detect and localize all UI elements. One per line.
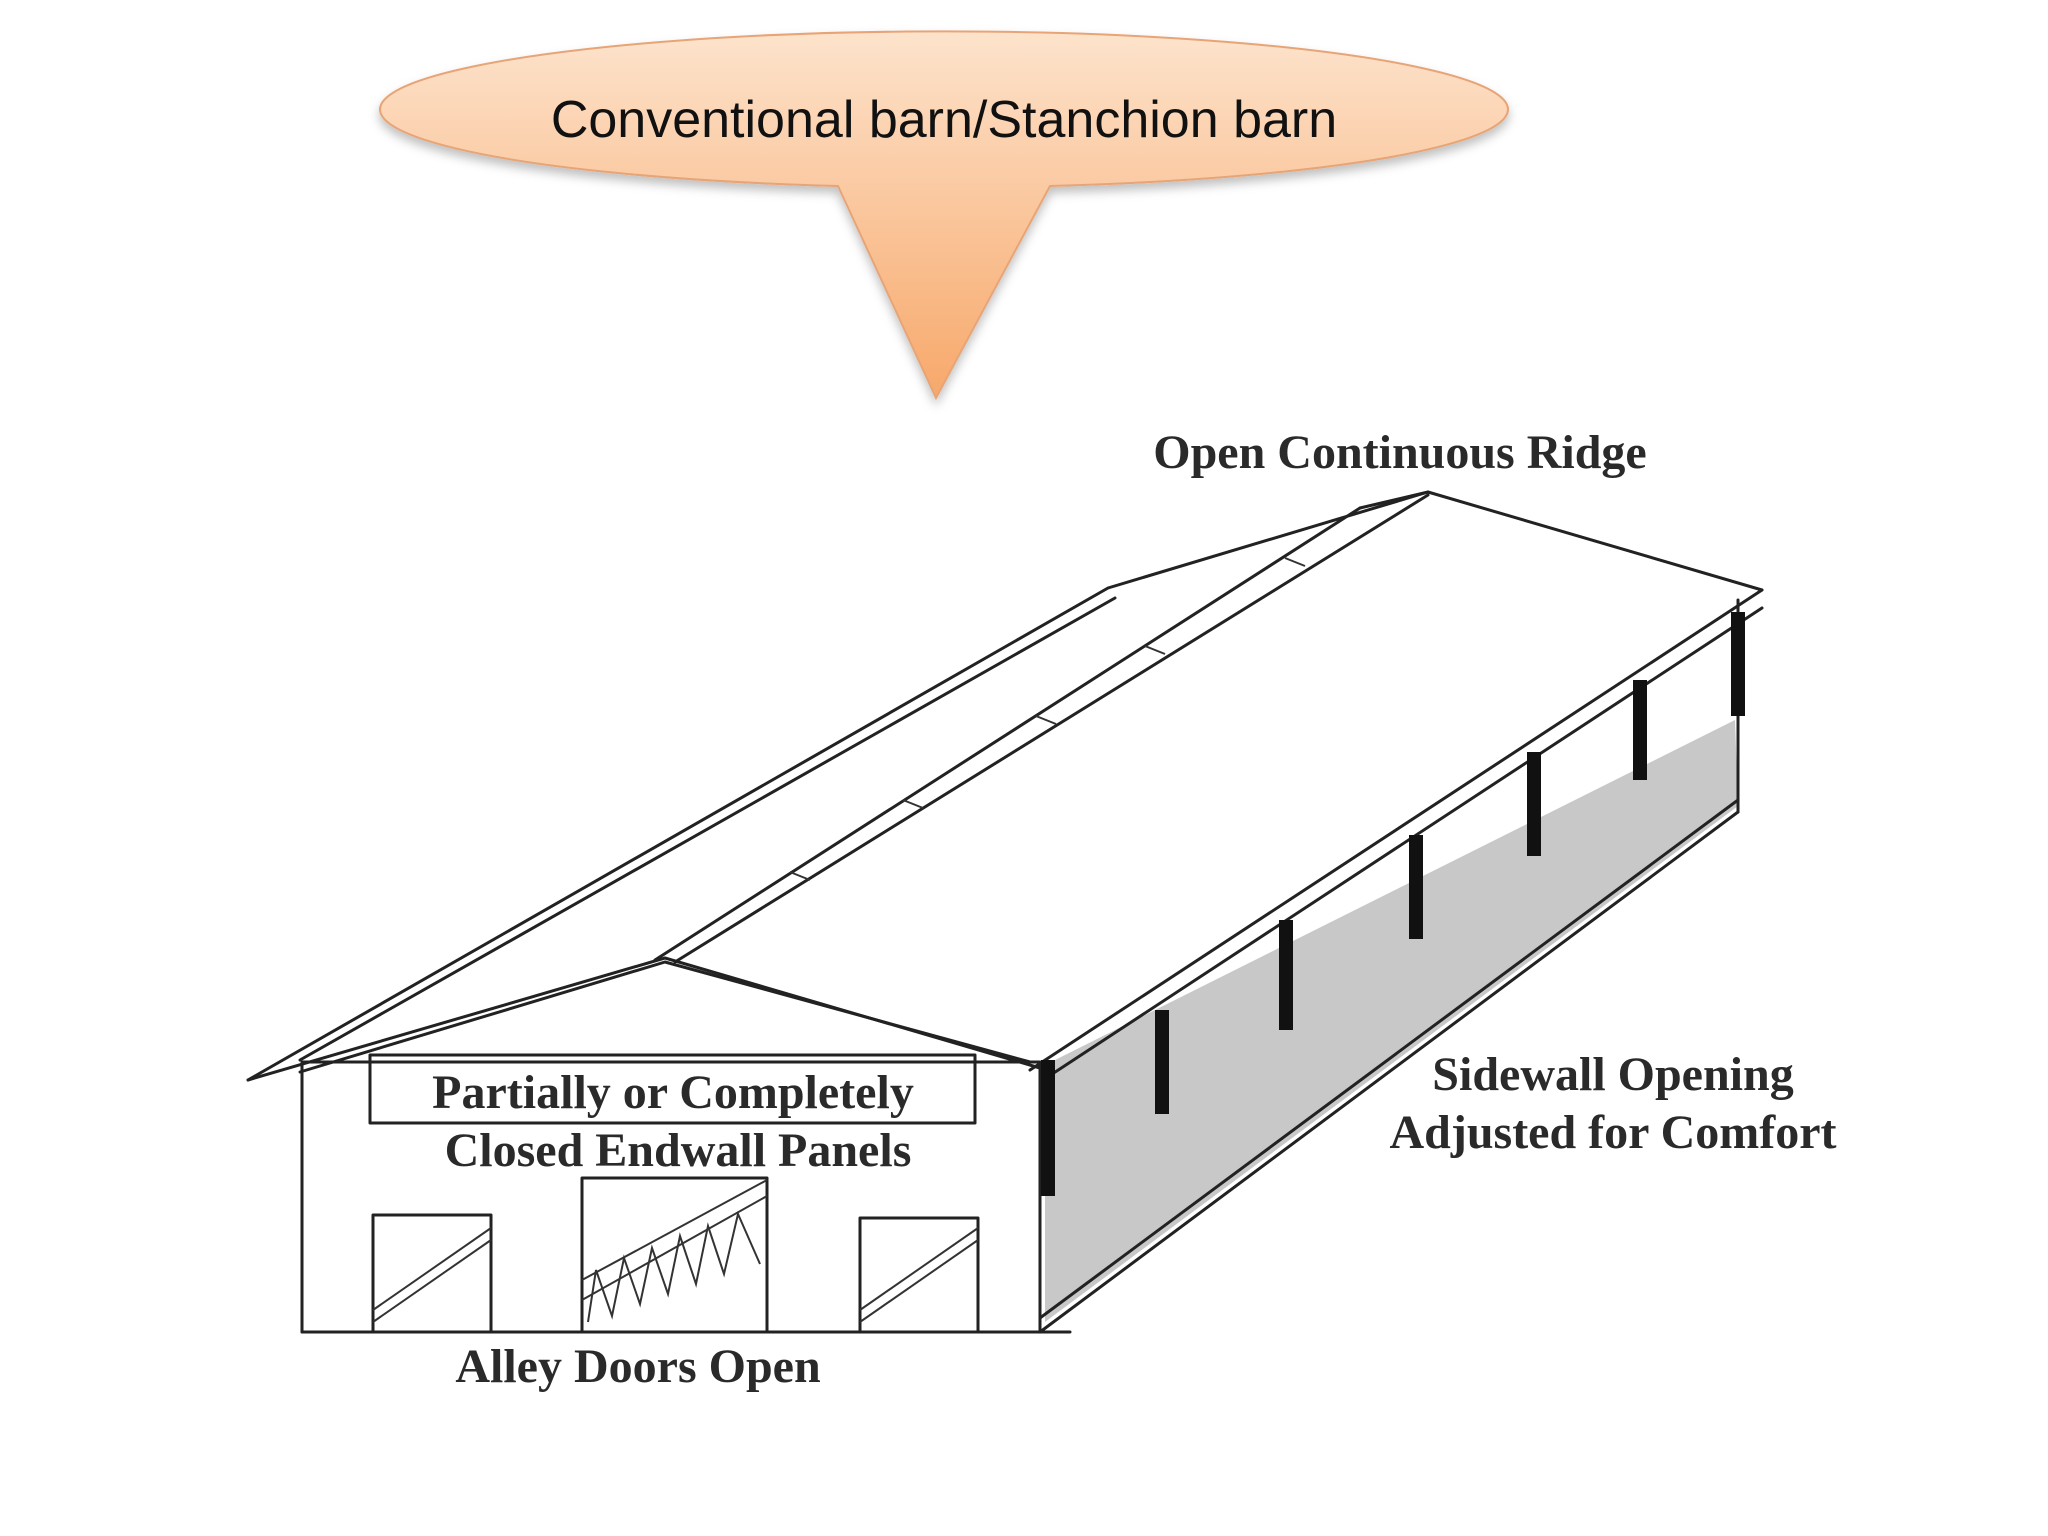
label-sidewall-line2: Adjusted for Comfort xyxy=(1389,1106,1836,1159)
roof-left-slope xyxy=(298,596,1117,1062)
ridge-cap xyxy=(1358,490,1764,592)
sidewall-bottom-2 xyxy=(1038,798,1740,1320)
ridge-line-right xyxy=(673,493,1430,964)
barn-drawing xyxy=(246,490,1764,1334)
label-endwall-line2: Closed Endwall Panels xyxy=(445,1124,912,1177)
alley-door-left xyxy=(371,1213,493,1334)
alley-door-right xyxy=(858,1216,980,1334)
ridge-line-left xyxy=(653,506,1362,962)
callout-bubble xyxy=(379,30,1509,401)
callout-title: Conventional barn/Stanchion barn xyxy=(551,91,1337,149)
roof-left-eave xyxy=(246,490,1430,1082)
front-gable-inner xyxy=(298,960,1032,1074)
label-open-ridge: Open Continuous Ridge xyxy=(1153,426,1646,479)
roof-eave-right xyxy=(1028,588,1764,1072)
callout-shape xyxy=(379,30,1509,401)
sidewall-posts xyxy=(1041,612,1745,1196)
label-alley-doors: Alley Doors Open xyxy=(455,1340,820,1393)
endwall-panel xyxy=(368,1053,977,1125)
sidewall-bottom xyxy=(1038,810,1740,1334)
alley-door-center xyxy=(580,1176,769,1334)
label-endwall-line1: Partially or Completely xyxy=(432,1066,914,1119)
sidewall-curtain xyxy=(1045,720,1738,1322)
label-sidewall-line1: Sidewall Opening xyxy=(1432,1048,1793,1101)
ridge-vent-ticks xyxy=(789,557,1306,881)
